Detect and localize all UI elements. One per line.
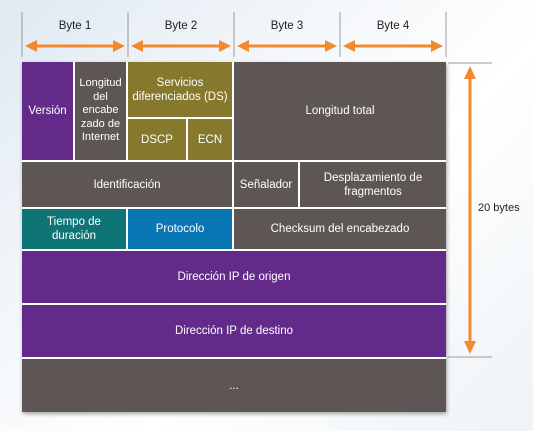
options-field: ... [22,359,446,412]
total-length-field: Longitud total [234,62,446,162]
byte-1-label: Byte 1 [58,20,92,32]
dscp-field: DSCP [128,119,188,162]
fragment-offset-field: Desplazamiento de fragmentos [300,162,446,209]
size-label: 20 bytes [478,202,520,214]
byte-scale [21,12,447,57]
ttl-field: Tiempo de duración [22,209,128,251]
identification-field: Identificación [22,162,234,209]
ecn-field: ECN [188,119,234,162]
source-ip-field: Dirección IP de origen [22,251,446,305]
byte-2-label: Byte 2 [164,20,198,32]
byte-4-label: Byte 4 [376,20,410,32]
byte-3-label: Byte 3 [270,20,304,32]
size-indicator [448,62,492,358]
destination-ip-field: Dirección IP de destino [22,305,446,359]
ds-field: Servicios diferenciados (DS) [128,62,234,119]
checksum-field: Checksum del encabezado [234,209,446,251]
ihl-field: Longitud del encabe zado de Internet [75,62,128,162]
flags-field: Señalador [234,162,300,209]
ipv4-header-diagram: Versión Longitud del encabe zado de Inte… [22,62,446,412]
protocol-field: Protocolo [128,209,234,251]
version-field: Versión [22,62,75,162]
